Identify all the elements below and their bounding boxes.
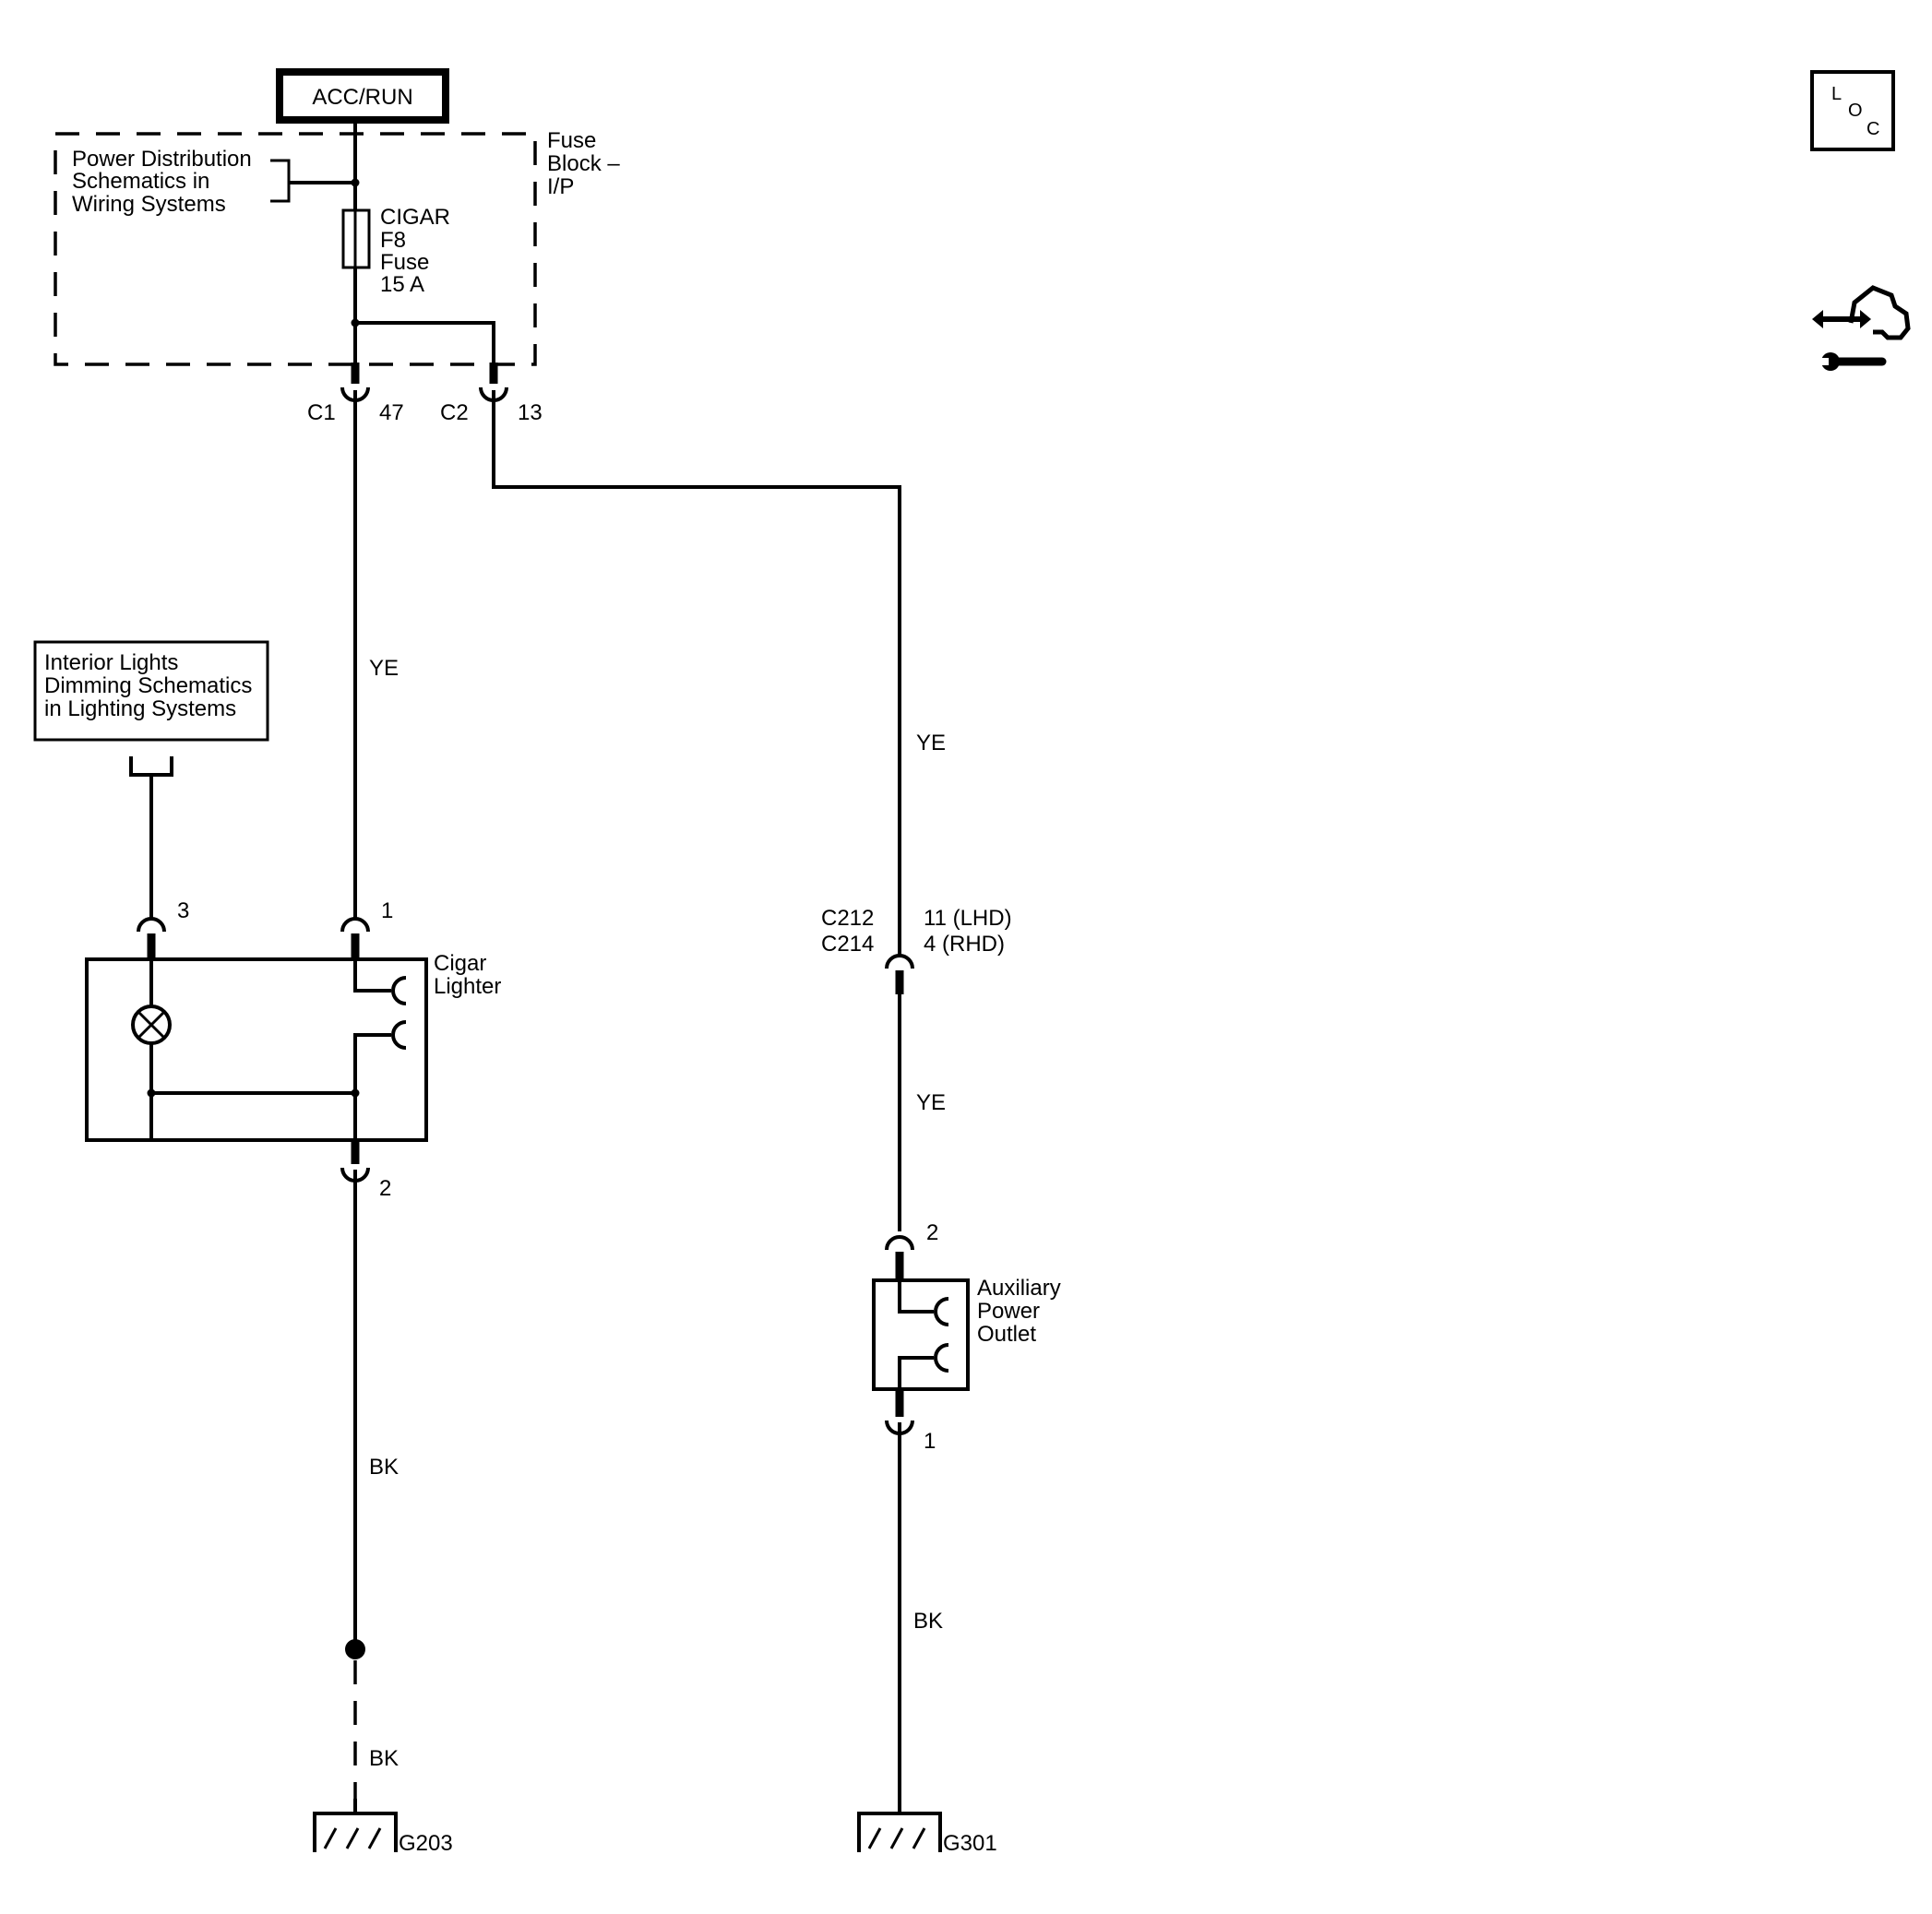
power-dist-line-2: Schematics in: [72, 169, 209, 194]
power-dist-line-1: Power Distribution: [72, 147, 252, 172]
wire-bk-right-label: BK: [913, 1609, 943, 1634]
ground-g203: G203: [313, 1799, 453, 1856]
lamp-icon: [131, 1005, 172, 1045]
fuse-line-3: Fuse: [380, 250, 429, 275]
fuse-block-line-3: I/P: [547, 174, 574, 199]
location-icon[interactable]: L O C: [1810, 70, 1895, 151]
aux-label-3: Outlet: [977, 1322, 1036, 1347]
c212-pin: 11 (LHD): [924, 906, 1012, 931]
connector-c2: C2 13: [440, 363, 543, 425]
aux-pin-2-label: 2: [926, 1220, 938, 1245]
fuse-line-1: CIGAR: [380, 205, 450, 230]
connector-lighter-pin-1: 1: [340, 898, 393, 959]
ground-g301-label: G301: [943, 1831, 997, 1856]
loc-letter-o: O: [1848, 101, 1863, 121]
aux-label-1: Auxiliary: [977, 1276, 1061, 1301]
acc-run-label: ACC/RUN: [312, 85, 412, 110]
wiring-tools-icon[interactable]: [1812, 285, 1911, 371]
fuse-block-boundary: [54, 132, 537, 366]
wire-ye-left-label: YE: [369, 656, 399, 681]
c1-name: C1: [307, 400, 336, 425]
fuse-block-line-2: Block –: [547, 151, 620, 176]
ground-splice: [345, 1639, 365, 1659]
wire-ye-right: [492, 390, 901, 955]
c2-name: C2: [440, 400, 469, 425]
cigar-lighter: Cigar Lighter: [85, 951, 501, 1142]
wire-bk-left-ground-label: BK: [369, 1746, 399, 1771]
interior-lights-line-3: in Lighting Systems: [44, 696, 236, 721]
wire-bk-left-label: BK: [369, 1455, 399, 1480]
fuse-line-4: 15 A: [380, 272, 424, 297]
c214-pin: 4 (RHD): [924, 932, 1005, 957]
ground-g203-label: G203: [399, 1831, 453, 1856]
auxiliary-power-outlet: Auxiliary Power Outlet: [872, 1276, 1061, 1391]
ground-g301: G301: [857, 1812, 997, 1856]
aux-label-2: Power: [977, 1299, 1040, 1324]
c214-name: C214: [821, 932, 874, 957]
interior-lights-line-1: Interior Lights: [44, 650, 178, 675]
connector-c212-c214: C212 C214 11 (LHD) 4 (RHD): [821, 906, 1012, 994]
c212-name: C212: [821, 906, 874, 931]
lighter-label-1: Cigar: [434, 951, 486, 976]
interior-lights-line-2: Dimming Schematics: [44, 673, 252, 698]
c1-pin: 47: [379, 400, 404, 425]
lighter-pin-3-label: 3: [177, 898, 189, 923]
wire-ye-right-middle-label: YE: [916, 1090, 946, 1115]
fuse-block-label: Fuse Block – I/P: [547, 128, 620, 199]
connector-aux-pin-1: 1: [885, 1389, 936, 1454]
cigar-fuse: CIGAR F8 Fuse 15 A: [341, 205, 450, 297]
acc-run-source: ACC/RUN: [276, 68, 449, 124]
lighter-pin-1-label: 1: [381, 898, 393, 923]
splice-dot: [351, 178, 360, 187]
fuse-block-line-1: Fuse: [547, 128, 596, 153]
connector-aux-pin-2: 2: [885, 1220, 938, 1280]
power-distribution-ref: Power Distribution Schematics in Wiring …: [72, 147, 355, 217]
lighter-label-2: Lighter: [434, 974, 501, 999]
loc-letter-l: L: [1831, 84, 1842, 104]
connector-lighter-pin-3: 3: [137, 898, 189, 959]
wire-ye-right-label: YE: [916, 731, 946, 755]
connector-lighter-pin-2: 2: [340, 1140, 391, 1201]
lighter-pin-2-label: 2: [379, 1176, 391, 1201]
c2-pin: 13: [518, 400, 543, 425]
interior-lights-ref: Interior Lights Dimming Schematics in Li…: [33, 640, 269, 918]
aux-pin-1-label: 1: [924, 1429, 936, 1454]
power-dist-line-3: Wiring Systems: [72, 192, 226, 217]
loc-letter-c: C: [1866, 119, 1879, 139]
fuse-line-2: F8: [380, 228, 406, 253]
